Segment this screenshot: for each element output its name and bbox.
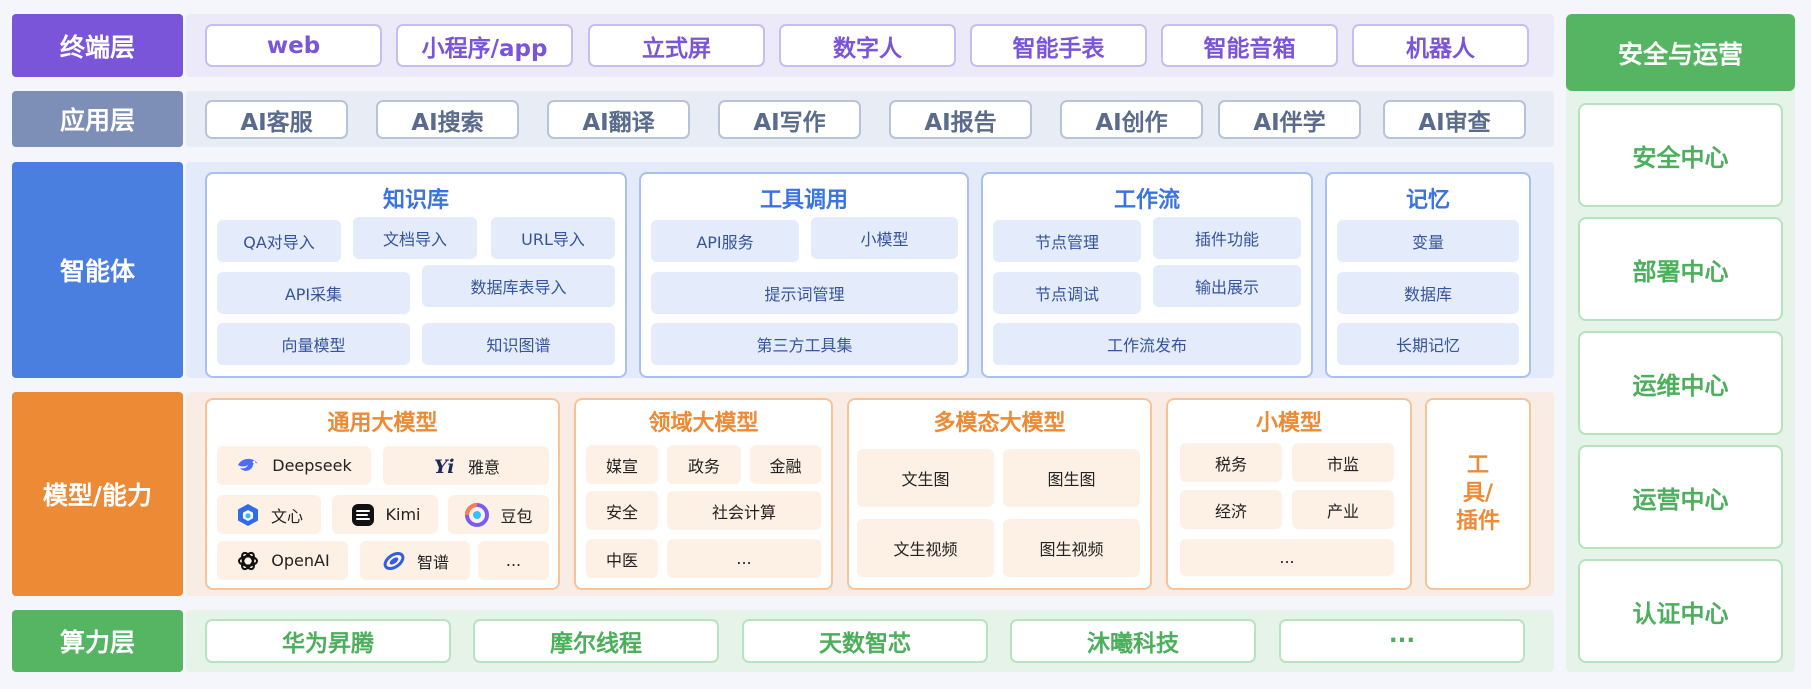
multimodal-llm-title: 多模态大模型 <box>933 411 1066 436</box>
tools-plugins-title: 工具/插件 <box>1455 453 1500 534</box>
small-model-tax[interactable]: 税务 <box>1180 443 1282 482</box>
terminal-item-smartwatch[interactable]: 智能手表 <box>970 24 1147 67</box>
workflow-node-management[interactable]: 节点管理 <box>993 220 1141 262</box>
domain-finance[interactable]: 金融 <box>750 445 821 484</box>
app-item-translate[interactable]: AI翻译 <box>547 100 690 139</box>
workflow-node-debug[interactable]: 节点调试 <box>993 272 1141 314</box>
knowledge-api-collect[interactable]: API采集 <box>217 272 410 314</box>
security-center[interactable]: 安全中心 <box>1578 103 1783 207</box>
app-item-creation[interactable]: AI创作 <box>1060 100 1203 139</box>
multimodal-image-to-video[interactable]: 图生视频 <box>1003 519 1140 577</box>
small-model-industry[interactable]: 产业 <box>1292 490 1394 529</box>
kimi-icon <box>350 502 376 528</box>
model-zhipu-label: 智谱 <box>416 552 449 572</box>
compute-layer-label: 算力层 <box>12 610 183 672</box>
knowledge-url-import[interactable]: URL导入 <box>491 217 615 259</box>
doubao-icon <box>464 502 490 528</box>
model-doubao[interactable]: 豆包 <box>448 495 549 534</box>
small-model-economy[interactable]: 经济 <box>1180 490 1282 529</box>
svg-text:Yi: Yi <box>434 456 454 478</box>
model-zhipu[interactable]: 智谱 <box>360 541 470 580</box>
operations-center[interactable]: 运营中心 <box>1578 445 1783 549</box>
compute-iluvatar[interactable]: 天数智芯 <box>742 619 988 663</box>
openai-icon <box>235 548 261 574</box>
model-yayi[interactable]: Yi 雅意 <box>383 446 549 485</box>
domain-government[interactable]: 政务 <box>667 445 741 484</box>
agent-layer-label: 智能体 <box>12 162 183 378</box>
memory-title: 记忆 <box>1405 188 1450 213</box>
model-deepseek-label: Deepseek <box>272 456 352 475</box>
app-item-search[interactable]: AI搜索 <box>376 100 519 139</box>
workflow-publish[interactable]: 工作流发布 <box>993 323 1301 365</box>
tools-plugins-panel[interactable]: 工具/插件 <box>1425 398 1531 590</box>
tool-prompt-management[interactable]: 提示词管理 <box>651 272 958 314</box>
app-item-review[interactable]: AI审查 <box>1383 100 1526 139</box>
compute-metax[interactable]: 沐曦科技 <box>1010 619 1256 663</box>
knowledge-db-import[interactable]: 数据库表导入 <box>422 265 615 307</box>
terminal-item-miniapp[interactable]: 小程序/app <box>396 24 573 67</box>
terminal-item-smart-speaker[interactable]: 智能音箱 <box>1161 24 1338 67</box>
model-kimi-label: Kimi <box>385 505 421 524</box>
deepseek-icon <box>236 453 262 479</box>
domain-media[interactable]: 媒宣 <box>586 445 658 484</box>
memory-database[interactable]: 数据库 <box>1337 272 1519 314</box>
general-llm-title: 通用大模型 <box>327 411 438 436</box>
model-deepseek[interactable]: Deepseek <box>217 446 371 485</box>
model-layer-label: 模型/能力 <box>12 392 183 596</box>
yayi-icon: Yi <box>432 453 458 479</box>
maintenance-center[interactable]: 运维中心 <box>1578 331 1783 435</box>
authentication-center[interactable]: 认证中心 <box>1578 559 1783 663</box>
memory-variables[interactable]: 变量 <box>1337 220 1519 262</box>
compute-more[interactable]: ··· <box>1279 619 1525 663</box>
memory-long-term[interactable]: 长期记忆 <box>1337 323 1519 365</box>
small-model-more[interactable]: ... <box>1180 539 1394 576</box>
compute-huawei-ascend[interactable]: 华为昇腾 <box>205 619 451 663</box>
app-item-study[interactable]: AI伴学 <box>1218 100 1361 139</box>
workflow-output-display[interactable]: 输出展示 <box>1153 265 1301 307</box>
knowledge-vector-model[interactable]: 向量模型 <box>217 323 410 365</box>
model-wenxin[interactable]: 文心 <box>217 495 321 534</box>
terminal-item-robot[interactable]: 机器人 <box>1352 24 1529 67</box>
model-kimi[interactable]: Kimi <box>332 495 438 534</box>
model-openai[interactable]: OpenAI <box>217 541 348 580</box>
security-ops-title: 安全与运营 <box>1566 14 1795 91</box>
knowledge-base-title: 知识库 <box>382 188 449 213</box>
terminal-item-web[interactable]: web <box>205 24 382 67</box>
app-item-report[interactable]: AI报告 <box>889 100 1032 139</box>
domain-more[interactable]: ... <box>667 539 821 578</box>
application-layer-label: 应用层 <box>12 91 183 147</box>
knowledge-doc-import[interactable]: 文档导入 <box>353 217 477 259</box>
terminal-item-digital-human[interactable]: 数字人 <box>779 24 956 67</box>
model-general-more[interactable]: ... <box>478 541 549 580</box>
domain-security[interactable]: 安全 <box>586 491 658 530</box>
domain-social-computing[interactable]: 社会计算 <box>667 491 821 530</box>
domain-llm-title: 领域大模型 <box>648 411 759 436</box>
tool-third-party[interactable]: 第三方工具集 <box>651 323 958 365</box>
terminal-layer-label: 终端层 <box>12 14 183 77</box>
app-item-customer-service[interactable]: AI客服 <box>205 100 348 139</box>
small-model-title: 小模型 <box>1255 411 1322 436</box>
workflow-plugin-function[interactable]: 插件功能 <box>1153 217 1301 259</box>
wenxin-icon <box>235 502 261 528</box>
model-openai-label: OpenAI <box>271 551 330 570</box>
compute-moore-threads[interactable]: 摩尔线程 <box>473 619 719 663</box>
model-doubao-label: 豆包 <box>500 506 533 526</box>
small-model-market-regulation[interactable]: 市监 <box>1292 443 1394 482</box>
multimodal-text-to-image[interactable]: 文生图 <box>857 449 994 507</box>
knowledge-qa-import[interactable]: QA对导入 <box>217 220 341 262</box>
terminal-item-standing-screen[interactable]: 立式屏 <box>588 24 765 67</box>
tool-small-model[interactable]: 小模型 <box>811 217 958 259</box>
tool-api-service[interactable]: API服务 <box>651 220 799 262</box>
tool-call-title: 工具调用 <box>759 188 848 213</box>
model-wenxin-label: 文心 <box>270 506 303 526</box>
model-yayi-label: 雅意 <box>467 457 500 477</box>
domain-tcm[interactable]: 中医 <box>586 539 658 578</box>
multimodal-image-to-image[interactable]: 图生图 <box>1003 449 1140 507</box>
multimodal-text-to-video[interactable]: 文生视频 <box>857 519 994 577</box>
zhipu-icon <box>381 548 407 574</box>
workflow-title: 工作流 <box>1113 188 1180 213</box>
deployment-center[interactable]: 部署中心 <box>1578 217 1783 321</box>
knowledge-graph[interactable]: 知识图谱 <box>422 323 615 365</box>
app-item-writing[interactable]: AI写作 <box>718 100 861 139</box>
